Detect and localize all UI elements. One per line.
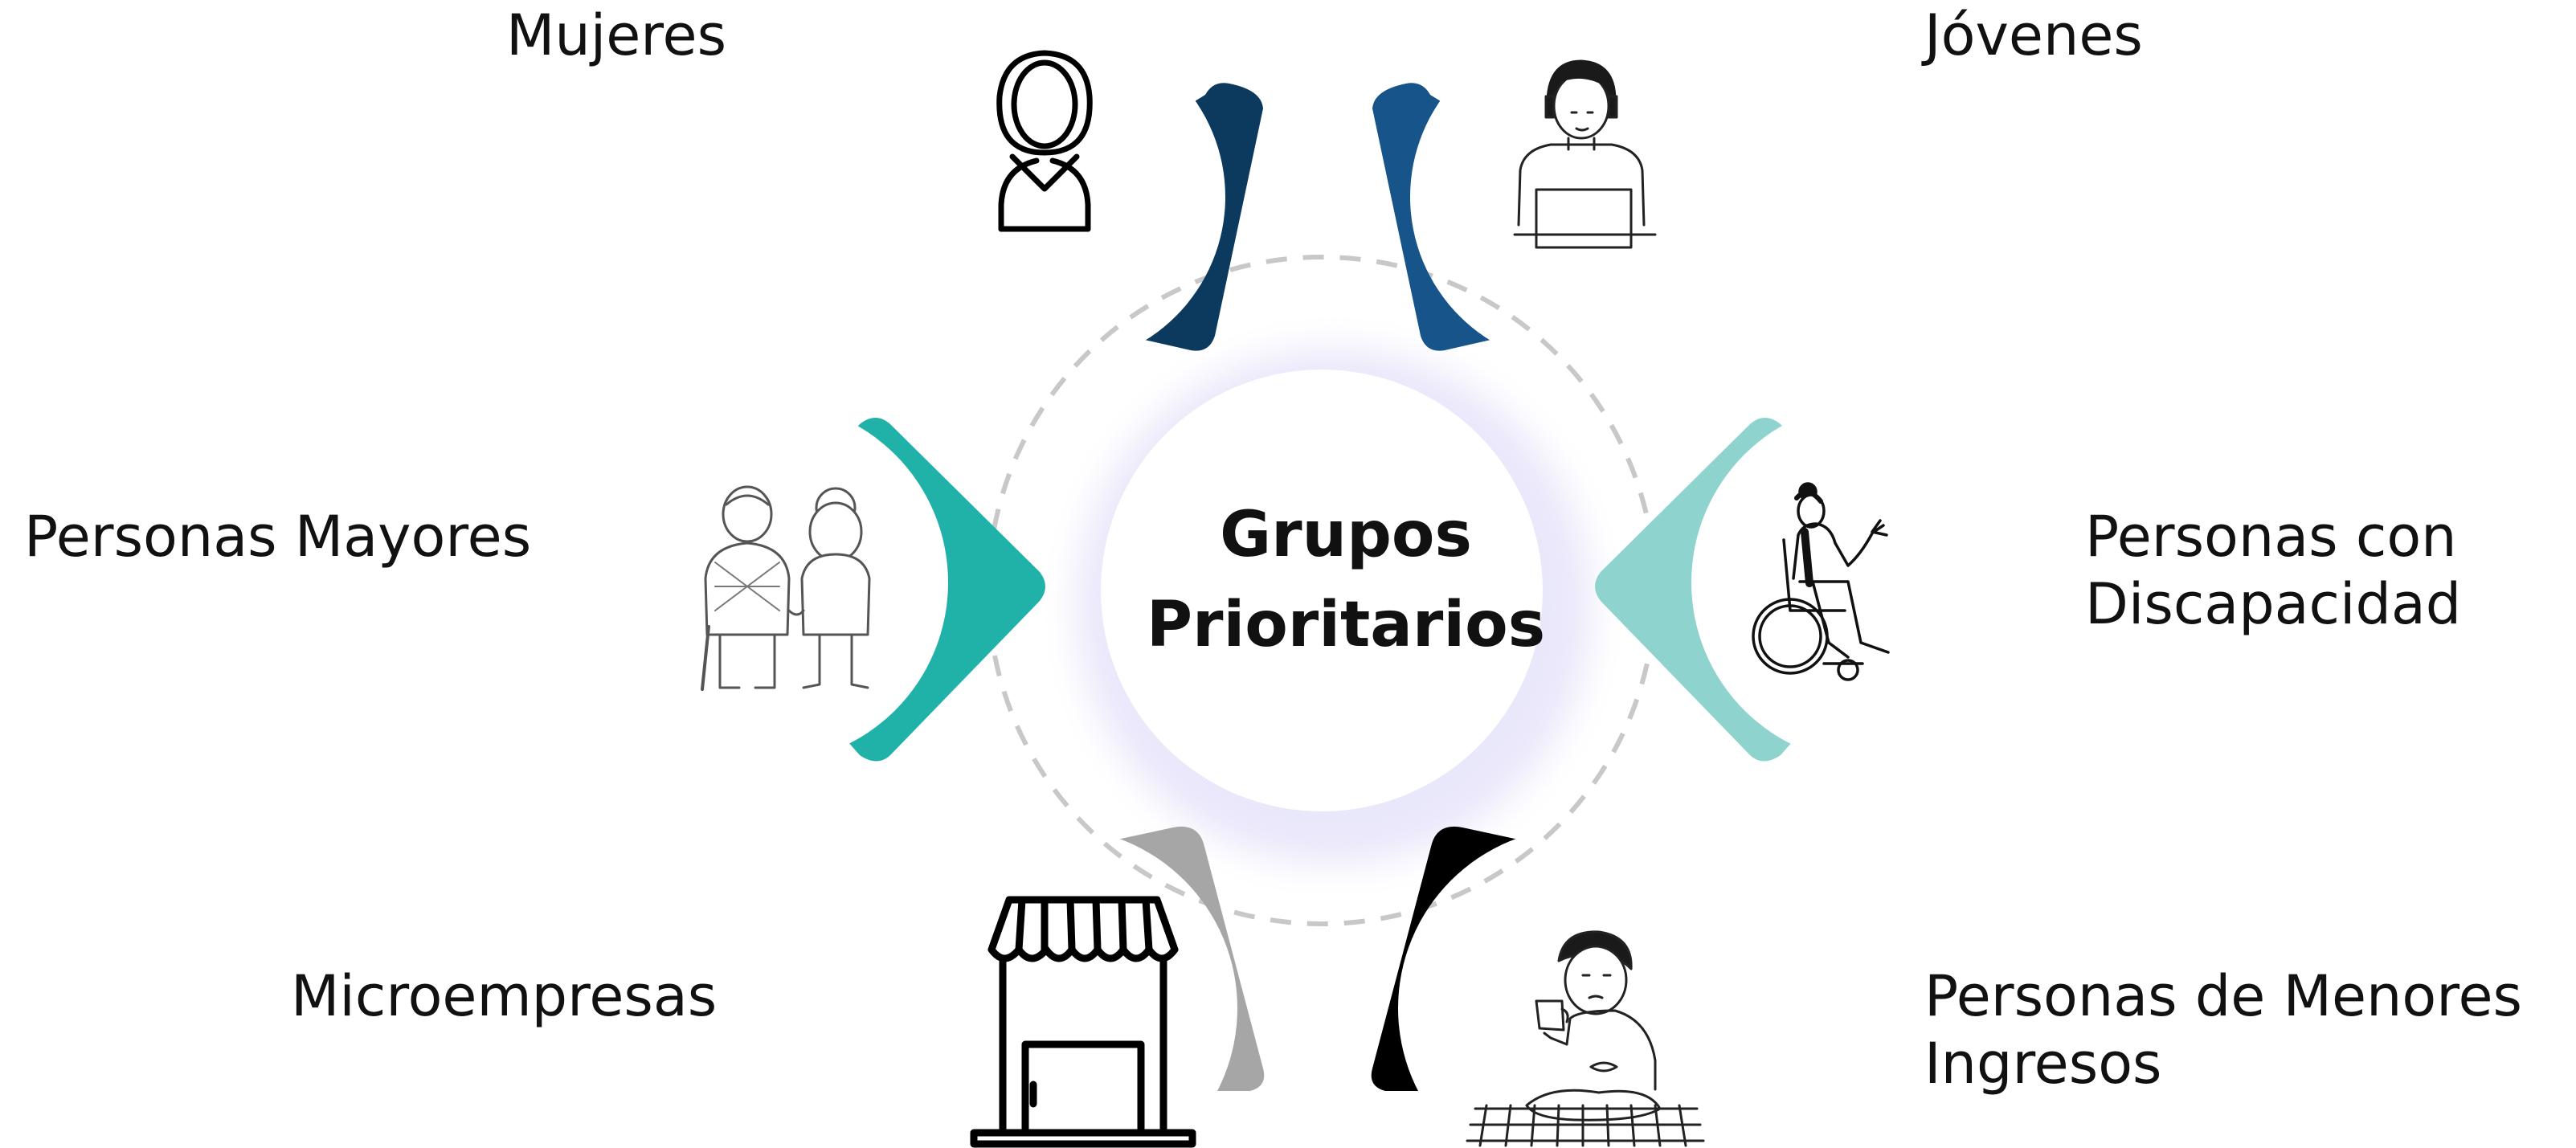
label-youth: Jóvenes: [1924, 2, 2143, 69]
label-elderly: Personas Mayores: [24, 503, 531, 570]
label-women-line: Mujeres: [506, 2, 727, 68]
young-person-laptop-icon: [1513, 59, 1657, 249]
segment-disability: [1595, 418, 1805, 762]
segment-women: [950, 83, 1263, 351]
label-elderly-line: Personas Mayores: [24, 504, 532, 570]
segment-lowincome: [1371, 826, 1686, 1091]
label-lowincome: Personas de Menores Ingresos: [1924, 962, 2522, 1097]
label-microbiz: Microempresas: [291, 962, 717, 1030]
wheelchair-user-icon: [1752, 482, 1890, 681]
center-disk: [1101, 370, 1543, 811]
storefront-icon: [970, 896, 1196, 1148]
label-disability-line-2: Discapacidad: [2085, 571, 2462, 637]
label-disability-line-1: Personas con: [2085, 504, 2457, 570]
segment-elderly: [836, 418, 1045, 762]
label-disability: Personas con Discapacidad: [2085, 503, 2461, 638]
label-lowincome-line-1: Personas de Menores: [1924, 963, 2523, 1029]
label-youth-line: Jóvenes: [1924, 2, 2143, 68]
elderly-couple-icon: [701, 485, 871, 691]
child-low-income-icon: [1466, 930, 1705, 1147]
center-title: Grupos Prioritarios: [1073, 490, 1619, 670]
center-title-line-2: Prioritarios: [1146, 589, 1546, 661]
center-title-line-1: Grupos: [1220, 499, 1472, 571]
label-microbiz-line: Microempresas: [291, 963, 718, 1029]
woman-icon: [996, 50, 1093, 232]
segment-youth: [1372, 83, 1686, 351]
label-women: Mujeres: [506, 2, 726, 69]
label-lowincome-line-2: Ingresos: [1924, 1031, 2162, 1097]
